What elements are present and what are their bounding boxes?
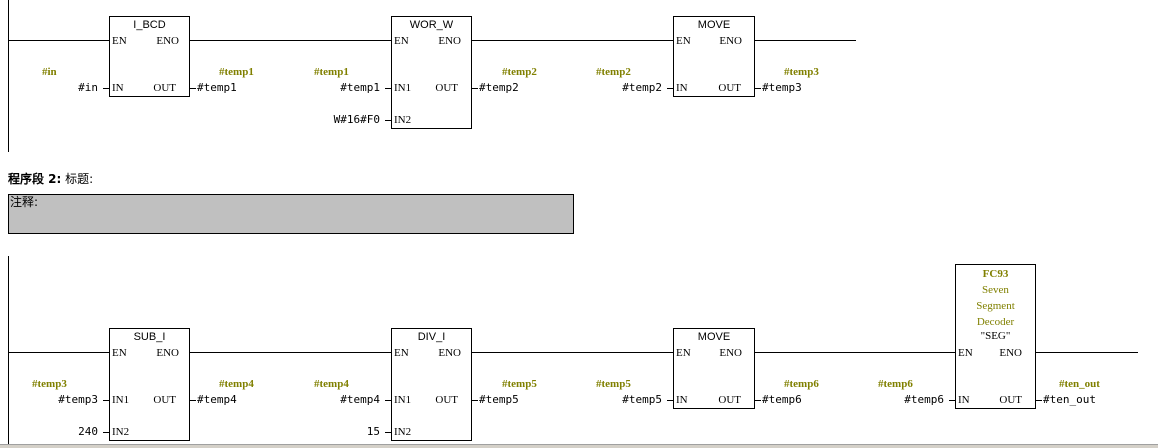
out-pin: OUT: [718, 82, 741, 94]
block-title: I_BCD: [133, 19, 166, 31]
out-symbol: #temp2: [502, 66, 537, 78]
in1-symbol: #temp4: [314, 378, 349, 390]
rung-wire: [1035, 352, 1138, 353]
out-symbol: #temp1: [219, 66, 254, 78]
fc-comment-line: Seven: [982, 284, 1009, 296]
i-bcd-block[interactable]: I_BCD EN ENO IN OUT: [109, 16, 190, 97]
en-pin: EN: [394, 35, 409, 47]
out-pin: OUT: [153, 394, 176, 406]
en-pin: EN: [676, 347, 691, 359]
in-symbol: #temp2: [596, 66, 631, 78]
en-pin: EN: [394, 347, 409, 359]
out-symbol: #temp3: [784, 66, 819, 78]
in-operand[interactable]: #temp5: [622, 393, 662, 406]
rung-wire: [189, 40, 392, 41]
in1-pin: IN1: [394, 394, 412, 406]
comment-label: 注释:: [10, 195, 39, 209]
sub-i-block[interactable]: SUB_I EN ENO IN1 IN2 OUT: [109, 328, 190, 441]
fc-number: FC93: [982, 268, 1009, 280]
block-title: DIV_I: [417, 331, 446, 343]
div-i-block[interactable]: DIV_I EN ENO IN1 IN2 OUT: [391, 328, 472, 441]
en-pin: EN: [676, 35, 691, 47]
in-operand[interactable]: #temp2: [622, 81, 662, 94]
fc93-seven-segment-block[interactable]: FC93 Seven Segment Decoder "SEG" EN ENO …: [955, 264, 1036, 409]
out-pin: OUT: [435, 394, 458, 406]
en-pin: EN: [112, 347, 127, 359]
eno-pin: ENO: [438, 347, 461, 359]
in-pin: IN: [676, 394, 688, 406]
en-pin: EN: [112, 35, 127, 47]
out-pin: OUT: [435, 82, 458, 94]
rung-wire: [8, 352, 110, 353]
out-symbol: #temp5: [502, 378, 537, 390]
eno-pin: ENO: [719, 347, 742, 359]
block-title: MOVE: [697, 19, 731, 31]
move-block[interactable]: MOVE EN ENO IN OUT: [673, 16, 755, 97]
fc-comment-line: Segment: [976, 300, 1015, 312]
power-rail: [8, 256, 9, 444]
block-title: WOR_W: [409, 19, 454, 31]
move-block[interactable]: MOVE EN ENO IN OUT: [673, 328, 755, 409]
in2-pin: IN2: [112, 426, 130, 438]
in1-pin: IN1: [112, 394, 130, 406]
in1-symbol: #temp1: [314, 66, 349, 78]
eno-pin: ENO: [999, 347, 1022, 359]
rung-wire: [471, 40, 674, 41]
rung-wire: [754, 352, 956, 353]
in2-operand[interactable]: 15: [366, 425, 380, 438]
out-operand[interactable]: #temp6: [762, 393, 802, 406]
out-pin: OUT: [153, 82, 176, 94]
rung-wire: [471, 352, 674, 353]
in-pin: IN: [112, 82, 124, 94]
eno-pin: ENO: [719, 35, 742, 47]
out-pin: OUT: [999, 394, 1022, 406]
out-symbol: #temp4: [219, 378, 254, 390]
out-pin: OUT: [718, 394, 741, 406]
wor-w-block[interactable]: WOR_W EN ENO IN1 IN2 OUT: [391, 16, 472, 129]
network-number: 程序段 2: [8, 172, 57, 186]
in2-operand[interactable]: W#16#F0: [333, 113, 380, 126]
in-operand[interactable]: #temp6: [904, 393, 944, 406]
block-title: MOVE: [697, 331, 731, 343]
in1-operand[interactable]: #temp4: [340, 393, 380, 406]
out-operand[interactable]: #temp1: [197, 81, 237, 94]
en-pin: EN: [958, 347, 973, 359]
in1-pin: IN1: [394, 82, 412, 94]
out-operand[interactable]: #ten_out: [1043, 393, 1096, 406]
in1-operand[interactable]: #temp1: [340, 81, 380, 94]
out-symbol: #temp6: [784, 378, 819, 390]
in-symbol: #temp5: [596, 378, 631, 390]
in-symbol: #in: [42, 66, 57, 78]
power-rail: [8, 0, 9, 152]
network-header[interactable]: 程序段 2: 标题:: [8, 170, 93, 187]
eno-pin: ENO: [156, 35, 179, 47]
in2-pin: IN2: [394, 426, 412, 438]
network-title[interactable]: 标题:: [65, 172, 94, 186]
in2-operand[interactable]: 240: [78, 425, 98, 438]
horizontal-scrollbar[interactable]: [0, 444, 1158, 448]
in2-pin: IN2: [394, 114, 412, 126]
rung-wire: [189, 352, 392, 353]
eno-pin: ENO: [156, 347, 179, 359]
out-symbol: #ten_out: [1059, 378, 1100, 390]
network-comment[interactable]: 注释:: [8, 194, 574, 234]
rung-wire: [8, 40, 110, 41]
header-separator: :: [56, 172, 62, 186]
in-symbol: #temp6: [878, 378, 913, 390]
out-operand[interactable]: #temp2: [479, 81, 519, 94]
eno-pin: ENO: [438, 35, 461, 47]
rung-wire: [754, 40, 856, 41]
in1-operand[interactable]: #temp3: [58, 393, 98, 406]
in-operand[interactable]: #in: [78, 81, 98, 94]
out-operand[interactable]: #temp4: [197, 393, 237, 406]
block-title: SUB_I: [133, 331, 166, 343]
in-pin: IN: [958, 394, 970, 406]
fc-comment-line: Decoder: [976, 316, 1015, 328]
out-operand[interactable]: #temp3: [762, 81, 802, 94]
in-pin: IN: [676, 82, 688, 94]
fc-symbol: "SEG": [980, 330, 1011, 342]
out-operand[interactable]: #temp5: [479, 393, 519, 406]
in1-symbol: #temp3: [32, 378, 67, 390]
